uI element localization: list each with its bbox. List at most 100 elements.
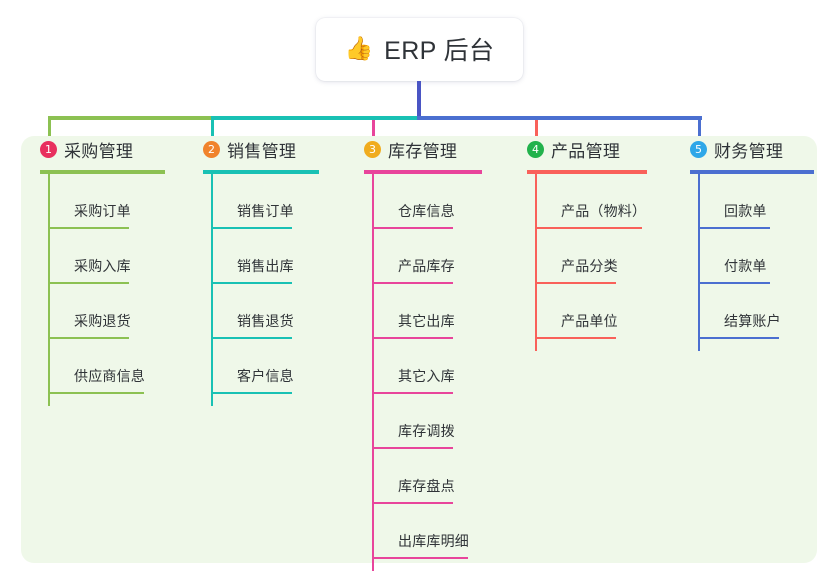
module-item-label: 其它入库	[398, 368, 455, 384]
module-item-label: 客户信息	[237, 368, 294, 384]
module-spine-connector	[211, 174, 213, 406]
module-header-rule	[203, 170, 319, 174]
module-item[interactable]: 产品库存	[372, 229, 479, 284]
module-item-label: 付款单	[724, 258, 767, 274]
module-item-rule	[372, 392, 453, 394]
module-item[interactable]: 其它出库	[372, 284, 479, 339]
branch-drop-5	[698, 118, 701, 148]
module-title: 采购管理	[64, 142, 134, 161]
module-number-badge: 2	[203, 141, 220, 158]
module-item[interactable]: 其它入库	[372, 339, 479, 394]
module-item-rule	[372, 502, 453, 504]
module-item[interactable]: 销售退货	[211, 284, 318, 339]
module-item-rule	[535, 282, 616, 284]
module-header-2[interactable]: 2 销售管理	[203, 136, 296, 163]
bus-segment-3	[417, 116, 536, 120]
module-item-label: 其它出库	[398, 313, 455, 329]
module-number-badge: 3	[364, 141, 381, 158]
module-item-label: 库存调拨	[398, 423, 455, 439]
module-spine-connector	[535, 174, 537, 351]
module-item-label: 产品（物料）	[561, 203, 647, 219]
module-item-rule	[698, 337, 779, 339]
module-item[interactable]: 采购入库	[48, 229, 155, 284]
module-item-rule	[372, 227, 453, 229]
module-number-badge: 5	[690, 141, 707, 158]
module-item-label: 供应商信息	[74, 368, 145, 384]
module-item-label: 销售出库	[237, 258, 294, 274]
module-item-label: 回款单	[724, 203, 767, 219]
module-item[interactable]: 出库库明细	[372, 504, 494, 559]
module-item-label: 产品单位	[561, 313, 618, 329]
module-number-badge: 4	[527, 141, 544, 158]
module-header-rule	[527, 170, 647, 174]
module-item-label: 出库库明细	[398, 533, 469, 549]
module-header-rule	[364, 170, 482, 174]
module-header-3[interactable]: 3 库存管理	[364, 136, 457, 163]
module-header-1[interactable]: 1 采购管理	[40, 136, 133, 163]
module-spine-connector	[48, 174, 50, 406]
module-item-rule	[48, 337, 129, 339]
module-header-4[interactable]: 4 产品管理	[527, 136, 620, 163]
module-item[interactable]: 产品分类	[535, 229, 642, 284]
module-item[interactable]: 销售出库	[211, 229, 318, 284]
module-item[interactable]: 库存调拨	[372, 394, 479, 449]
module-item[interactable]: 销售订单	[211, 174, 318, 229]
module-item[interactable]: 回款单	[698, 174, 796, 229]
module-item-rule	[372, 282, 453, 284]
module-item-rule	[372, 557, 468, 559]
module-item[interactable]: 采购订单	[48, 174, 155, 229]
module-item-label: 产品库存	[398, 258, 455, 274]
module-item-rule	[211, 337, 292, 339]
module-item[interactable]: 结算账户	[698, 284, 805, 339]
module-column-5: 5 财务管理回款单付款单结算账户	[690, 136, 814, 351]
module-item-label: 仓库信息	[398, 203, 455, 219]
module-item-rule	[211, 227, 292, 229]
branch-drop-4	[535, 118, 538, 148]
module-item-rule	[698, 227, 770, 229]
module-column-4: 4 产品管理产品（物料） 产品分类产品单位	[527, 136, 647, 351]
module-column-3: 3 库存管理仓库信息产品库存其它出库其它入库库存调拨库存盘点出库库明细	[364, 136, 482, 571]
module-item-label: 采购入库	[74, 258, 131, 274]
module-number-badge: 1	[40, 141, 57, 158]
module-item[interactable]: 产品单位	[535, 284, 642, 339]
module-item-label: 销售退货	[237, 313, 294, 329]
root-node-card[interactable]: 👍 ERP 后台	[316, 18, 523, 81]
module-title: 财务管理	[714, 142, 784, 161]
module-spine-connector	[698, 174, 700, 351]
module-item-rule	[48, 392, 144, 394]
module-title: 库存管理	[388, 142, 458, 161]
module-spine-connector	[372, 174, 374, 571]
bus-segment-2	[211, 116, 421, 120]
module-item[interactable]: 付款单	[698, 229, 796, 284]
module-title: 销售管理	[227, 142, 297, 161]
module-title: 产品管理	[551, 142, 621, 161]
module-item-label: 采购订单	[74, 203, 131, 219]
module-item-rule	[372, 337, 453, 339]
module-item[interactable]: 采购退货	[48, 284, 155, 339]
module-item-label: 产品分类	[561, 258, 618, 274]
module-column-1: 1 采购管理采购订单采购入库采购退货供应商信息	[40, 136, 165, 406]
module-item-label: 销售订单	[237, 203, 294, 219]
branch-drop-2	[211, 118, 214, 148]
module-item[interactable]: 库存盘点	[372, 449, 479, 504]
module-item-rule	[535, 337, 616, 339]
module-item-rule	[48, 282, 129, 284]
module-item-label: 采购退货	[74, 313, 131, 329]
module-item[interactable]: 仓库信息	[372, 174, 479, 229]
module-header-5[interactable]: 5 财务管理	[690, 136, 783, 163]
module-item-rule	[48, 227, 129, 229]
module-item-label: 库存盘点	[398, 478, 455, 494]
module-item-label: 结算账户	[724, 313, 781, 329]
root-node-label: ERP 后台	[384, 36, 495, 65]
module-item[interactable]: 客户信息	[211, 339, 318, 394]
bus-segment-1	[48, 116, 212, 120]
module-header-rule	[690, 170, 814, 174]
module-item-rule	[372, 447, 453, 449]
module-item-rule	[211, 282, 292, 284]
module-item-rule	[698, 282, 770, 284]
branch-drop-1	[48, 118, 51, 148]
module-item[interactable]: 供应商信息	[48, 339, 170, 394]
module-item[interactable]: 产品（物料）	[535, 174, 668, 229]
root-trunk-connector	[417, 81, 421, 118]
